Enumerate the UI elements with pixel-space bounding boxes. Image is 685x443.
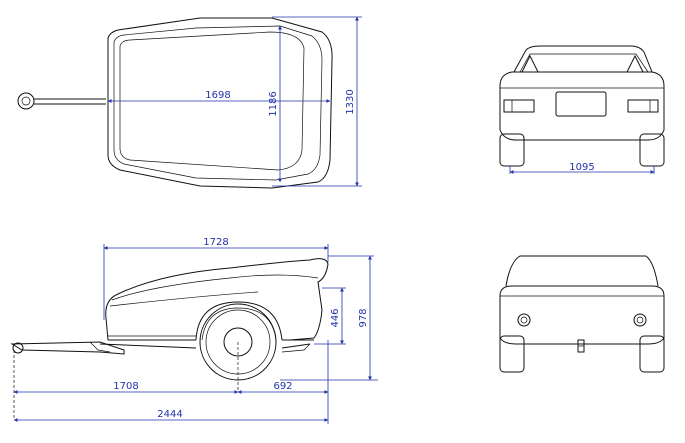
dim-1330-label: 1330 bbox=[345, 89, 356, 114]
front-light-left bbox=[517, 313, 531, 327]
front-light-right bbox=[633, 313, 647, 327]
dim-1698: 1698 bbox=[107, 90, 331, 103]
dim-1698-label: 1698 bbox=[205, 90, 230, 101]
rear-reflector-right bbox=[626, 54, 644, 73]
rear-wheel-right bbox=[639, 133, 665, 167]
side-hub bbox=[223, 327, 253, 357]
dim-446-label: 446 bbox=[330, 308, 341, 327]
dim-692-label: 692 bbox=[273, 381, 292, 392]
dim-1095-label: 1095 bbox=[569, 162, 594, 173]
top-view: 1698 1186 1330 bbox=[17, 16, 362, 189]
rear-view: 1095 bbox=[499, 45, 665, 174]
dim-1728-label: 1728 bbox=[203, 237, 228, 248]
dim-1708-label: 1708 bbox=[113, 381, 138, 392]
dim-1728: 1728 bbox=[103, 237, 329, 320]
top-drawbar bbox=[17, 92, 106, 110]
dim-2444-label: 2444 bbox=[157, 409, 182, 420]
front-wheel-left bbox=[499, 335, 525, 373]
dim-2444: 2444 bbox=[13, 398, 329, 424]
front-body bbox=[499, 285, 665, 345]
dim-978-label: 978 bbox=[358, 308, 369, 327]
dim-1186: 1186 bbox=[268, 25, 282, 183]
side-fender bbox=[195, 301, 283, 341]
front-view bbox=[499, 255, 665, 373]
rear-plate bbox=[555, 91, 607, 117]
dim-446: 446 bbox=[314, 287, 346, 345]
rear-body bbox=[499, 71, 665, 141]
side-drawbar bbox=[10, 341, 125, 355]
dim-1330: 1330 bbox=[272, 16, 362, 187]
dim-1095: 1095 bbox=[509, 162, 655, 174]
top-inner-shell bbox=[113, 25, 323, 181]
side-body bbox=[105, 258, 329, 341]
top-outer-shell bbox=[107, 17, 333, 189]
dim-692: 692 bbox=[237, 340, 329, 398]
dim-978: 978 bbox=[280, 255, 378, 381]
rear-light-left bbox=[503, 99, 535, 113]
front-wheel-right bbox=[639, 335, 665, 373]
side-view: 1728 446 978 1708 692 bbox=[10, 237, 378, 424]
rear-light-right bbox=[627, 99, 659, 113]
dim-1186-label: 1186 bbox=[268, 91, 279, 116]
rear-wheel-left bbox=[499, 133, 525, 167]
top-lid bbox=[119, 31, 305, 171]
dim-1708: 1708 bbox=[13, 381, 239, 394]
